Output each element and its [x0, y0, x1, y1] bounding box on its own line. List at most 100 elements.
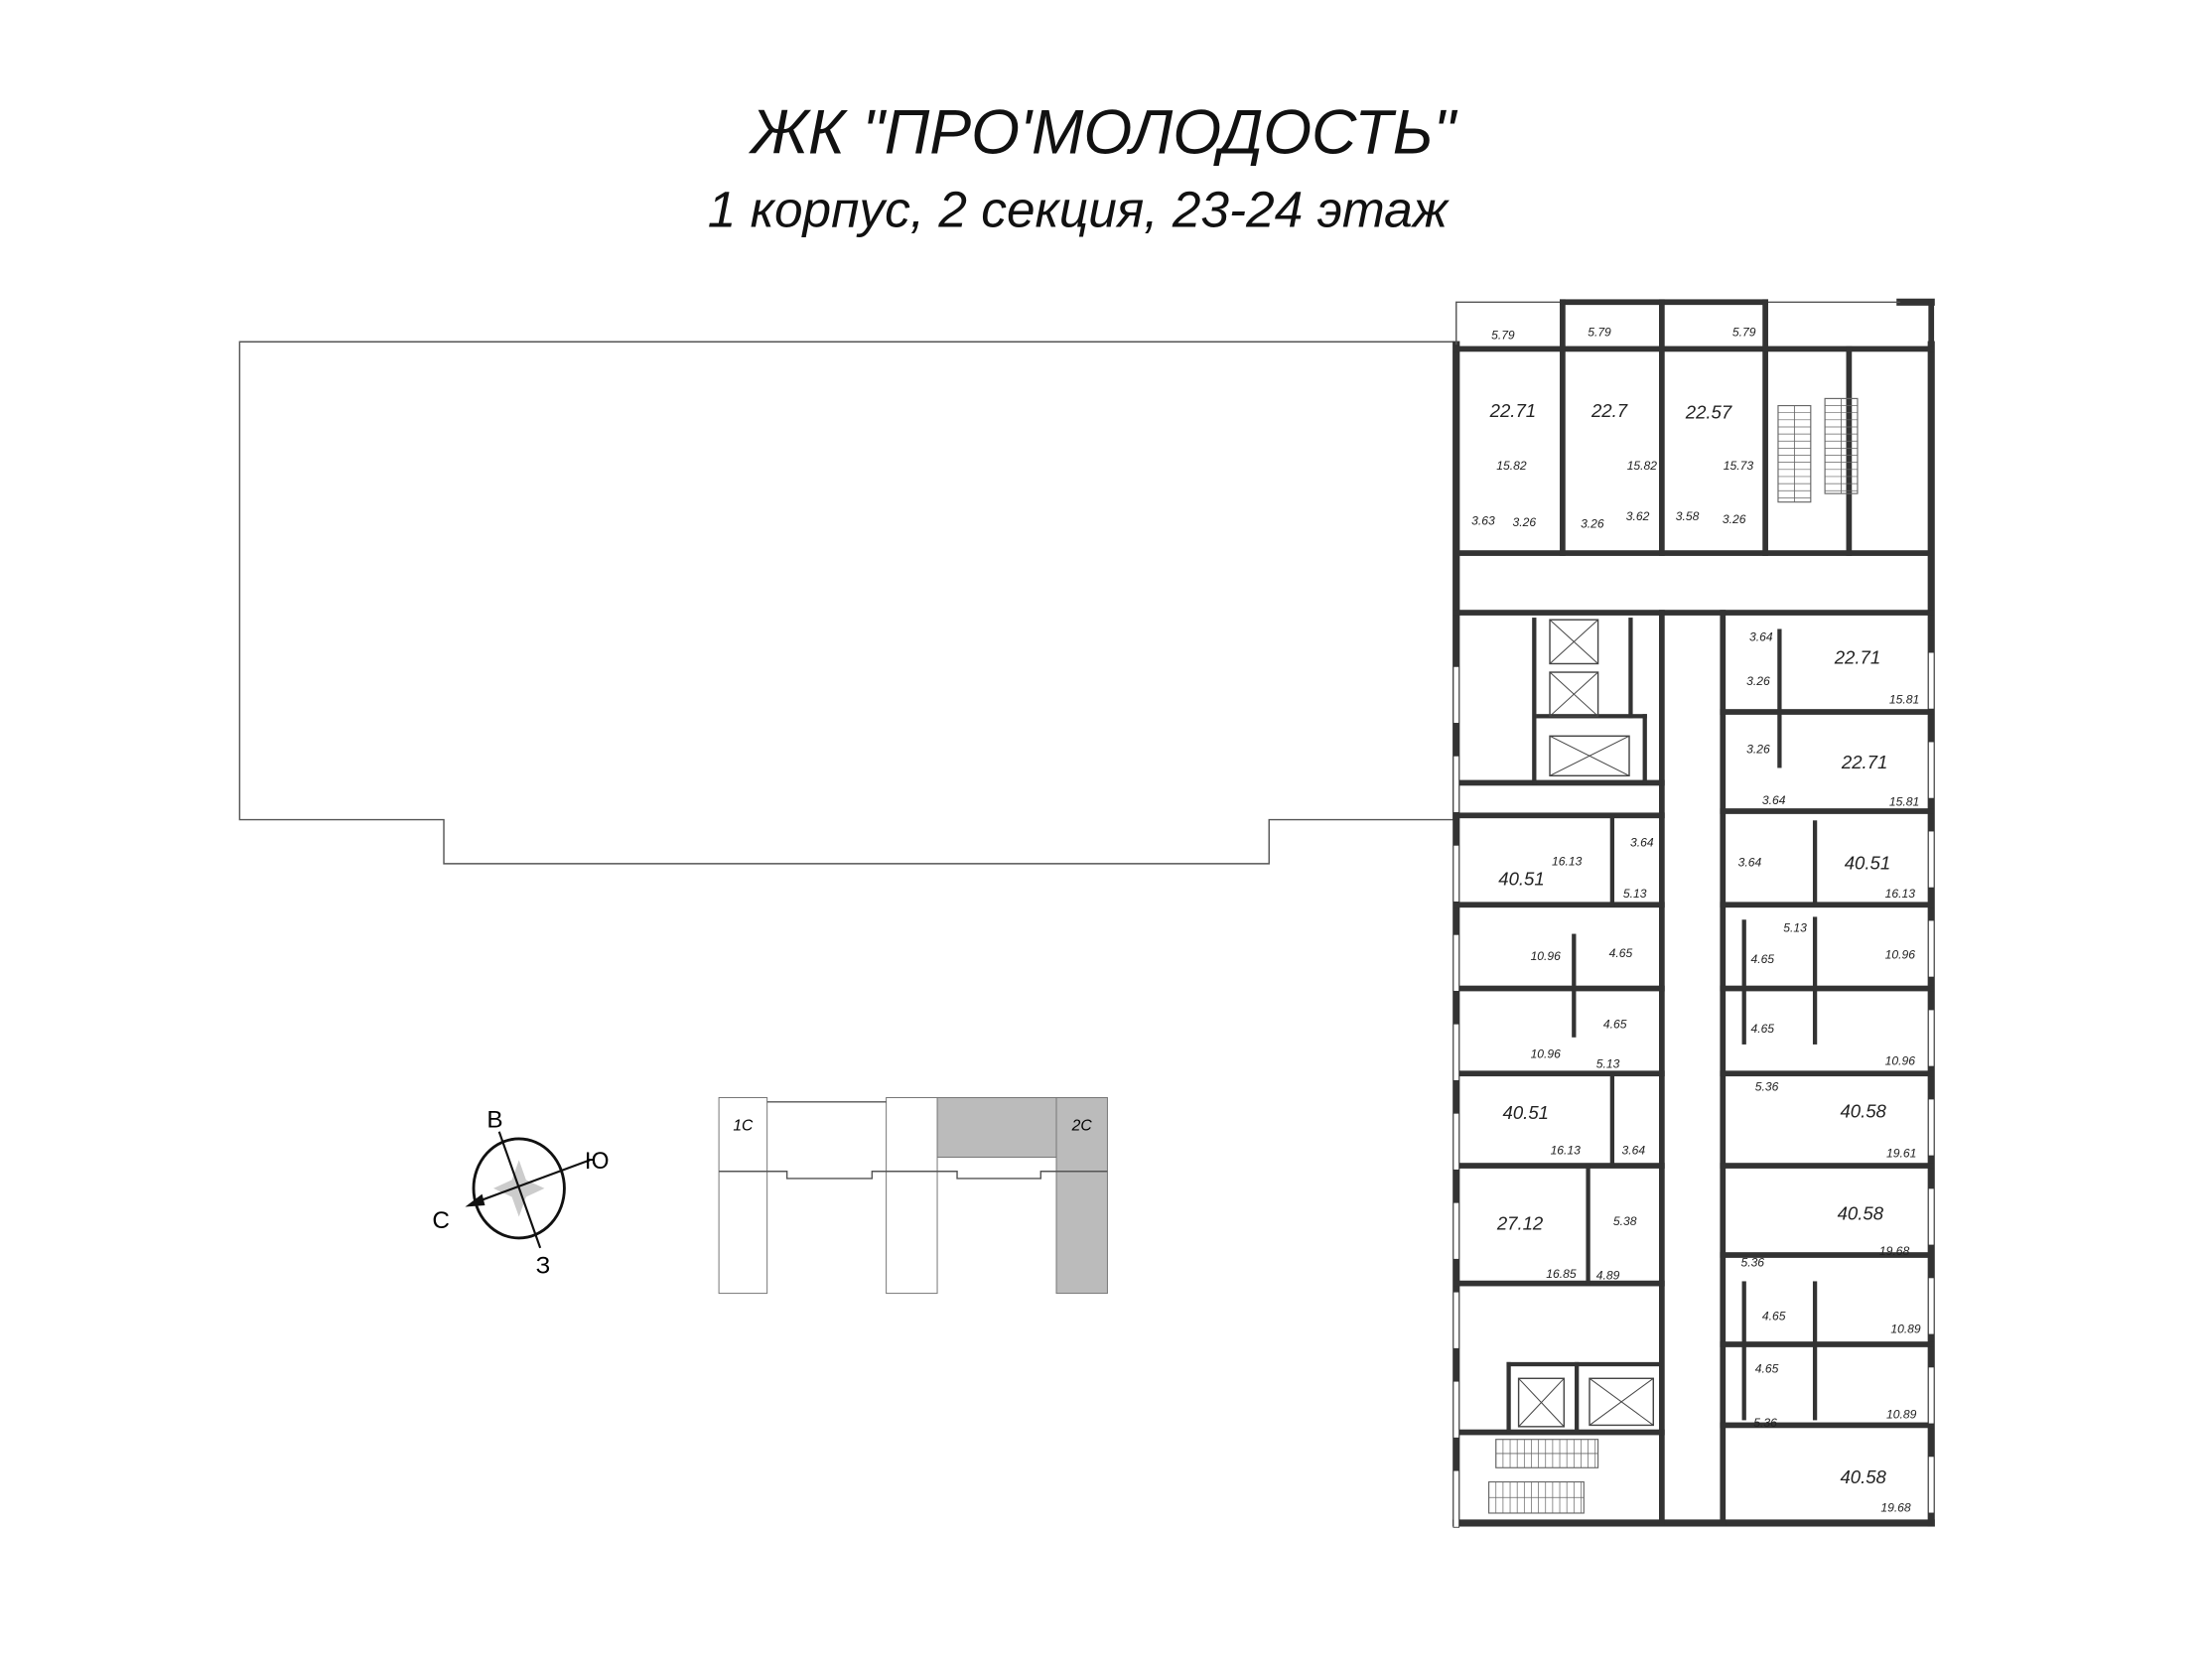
adjacent-section-outline	[238, 341, 1454, 865]
room-area-label: 40.51	[1498, 868, 1544, 889]
room-area-label: 5.36	[1740, 1255, 1764, 1269]
wall	[1720, 1070, 1935, 1077]
wall	[1720, 610, 1727, 1526]
room-area-label: 5.38	[1613, 1214, 1637, 1228]
wall	[1741, 1281, 1746, 1421]
wall	[1846, 346, 1853, 556]
room-area-label: 3.64	[1762, 793, 1786, 807]
window	[1927, 1009, 1935, 1067]
room-area-label: 3.26	[1723, 512, 1746, 526]
window	[1452, 1380, 1460, 1439]
room-area-label: 40.58	[1840, 1100, 1886, 1121]
wall	[1720, 1422, 1935, 1429]
room-area-label: 5.13	[1596, 1057, 1620, 1071]
room-area-label: 15.82	[1496, 459, 1527, 473]
wall	[1609, 1071, 1615, 1169]
wall	[1720, 902, 1935, 908]
room-area-label: 15.81	[1889, 794, 1919, 808]
elevator-icon	[1549, 619, 1599, 665]
room-area-label: 40.51	[1845, 853, 1890, 874]
room-area-label: 3.64	[1630, 836, 1654, 850]
compass: В Ю С З	[432, 1106, 609, 1279]
window	[1452, 1023, 1460, 1081]
room-area-label: 4.65	[1750, 952, 1774, 966]
wall	[1741, 919, 1746, 1045]
room-area-label: 16.13	[1551, 1144, 1582, 1158]
window	[1452, 1291, 1460, 1349]
compass-west: З	[536, 1253, 551, 1280]
room-area-label: 19.68	[1880, 1501, 1911, 1515]
page-title: ЖК "ПРО'МОЛОДОСТЬ"	[748, 97, 1457, 167]
wall	[1659, 299, 1665, 556]
key-plan-section-2: 2С	[1071, 1117, 1093, 1134]
wall	[1572, 933, 1577, 1038]
wall	[1720, 709, 1935, 715]
wall	[1452, 812, 1665, 819]
window	[1927, 741, 1935, 799]
window	[1927, 651, 1935, 710]
room-area-label: 4.65	[1750, 1022, 1774, 1036]
elevator-icon	[1589, 1377, 1655, 1427]
room-area-label: 5.79	[1588, 326, 1611, 340]
wall	[1812, 820, 1818, 907]
room-area-label: 5.79	[1732, 326, 1756, 340]
wall	[1896, 298, 1935, 306]
room-area-label: 3.26	[1513, 515, 1537, 529]
room-area-label: 5.79	[1491, 328, 1515, 342]
room-area-label: 5.13	[1783, 920, 1807, 934]
wall	[1452, 779, 1665, 786]
room-area-label: 15.73	[1724, 459, 1754, 473]
room-area-label: 3.26	[1581, 516, 1604, 530]
room-area-label: 4.65	[1609, 946, 1633, 960]
window	[1452, 1112, 1460, 1171]
room-area-label: 3.26	[1746, 742, 1770, 756]
walls	[1452, 298, 1935, 1528]
wall	[1720, 1341, 1935, 1347]
wall	[1642, 714, 1647, 785]
room-area-label: 15.81	[1889, 692, 1919, 706]
compass-south: Ю	[585, 1148, 610, 1175]
room-area-label: 4.65	[1755, 1362, 1779, 1376]
elevator-icon	[1517, 1377, 1566, 1428]
wall	[1762, 299, 1768, 556]
room-area-label: 4.65	[1762, 1310, 1786, 1324]
wall	[1720, 1252, 1935, 1258]
room-area-label: 10.96	[1885, 948, 1916, 962]
room-area-label: 3.58	[1676, 509, 1700, 523]
room-area-label: 16.85	[1546, 1267, 1577, 1281]
window	[1452, 665, 1460, 724]
fixtures	[1488, 397, 1859, 1514]
wall	[1720, 808, 1935, 814]
window	[1452, 1469, 1460, 1528]
wall	[1777, 628, 1782, 768]
window	[1927, 1187, 1935, 1246]
room-area-label: 27.12	[1496, 1212, 1544, 1233]
stairs-icon	[1495, 1439, 1599, 1468]
compass-north: С	[432, 1207, 450, 1234]
window	[1927, 1456, 1935, 1514]
window	[1452, 933, 1460, 992]
wall	[1609, 813, 1615, 907]
room-area-label: 10.89	[1886, 1407, 1917, 1421]
room-area-label: 10.96	[1531, 1047, 1562, 1061]
wall	[1560, 299, 1566, 556]
stairs-icon	[1488, 1480, 1585, 1514]
room-area-label: 16.13	[1552, 854, 1583, 868]
wall	[1452, 346, 1935, 352]
window	[1927, 1366, 1935, 1425]
room-area-label: 40.58	[1838, 1202, 1884, 1223]
room-area-label: 15.82	[1627, 459, 1658, 473]
room-area-label: 19.68	[1879, 1244, 1910, 1258]
wall	[1720, 985, 1935, 992]
wall	[1452, 902, 1665, 908]
wall	[1586, 1163, 1590, 1286]
room-area-label: 5.13	[1623, 887, 1647, 901]
wall	[1659, 610, 1665, 1526]
wall	[1452, 1163, 1665, 1169]
room-area-label: 3.63	[1471, 514, 1495, 528]
window	[1927, 1277, 1935, 1335]
wall	[1532, 618, 1537, 785]
wall	[1452, 1519, 1935, 1527]
room-area-label: 22.71	[1841, 752, 1887, 772]
